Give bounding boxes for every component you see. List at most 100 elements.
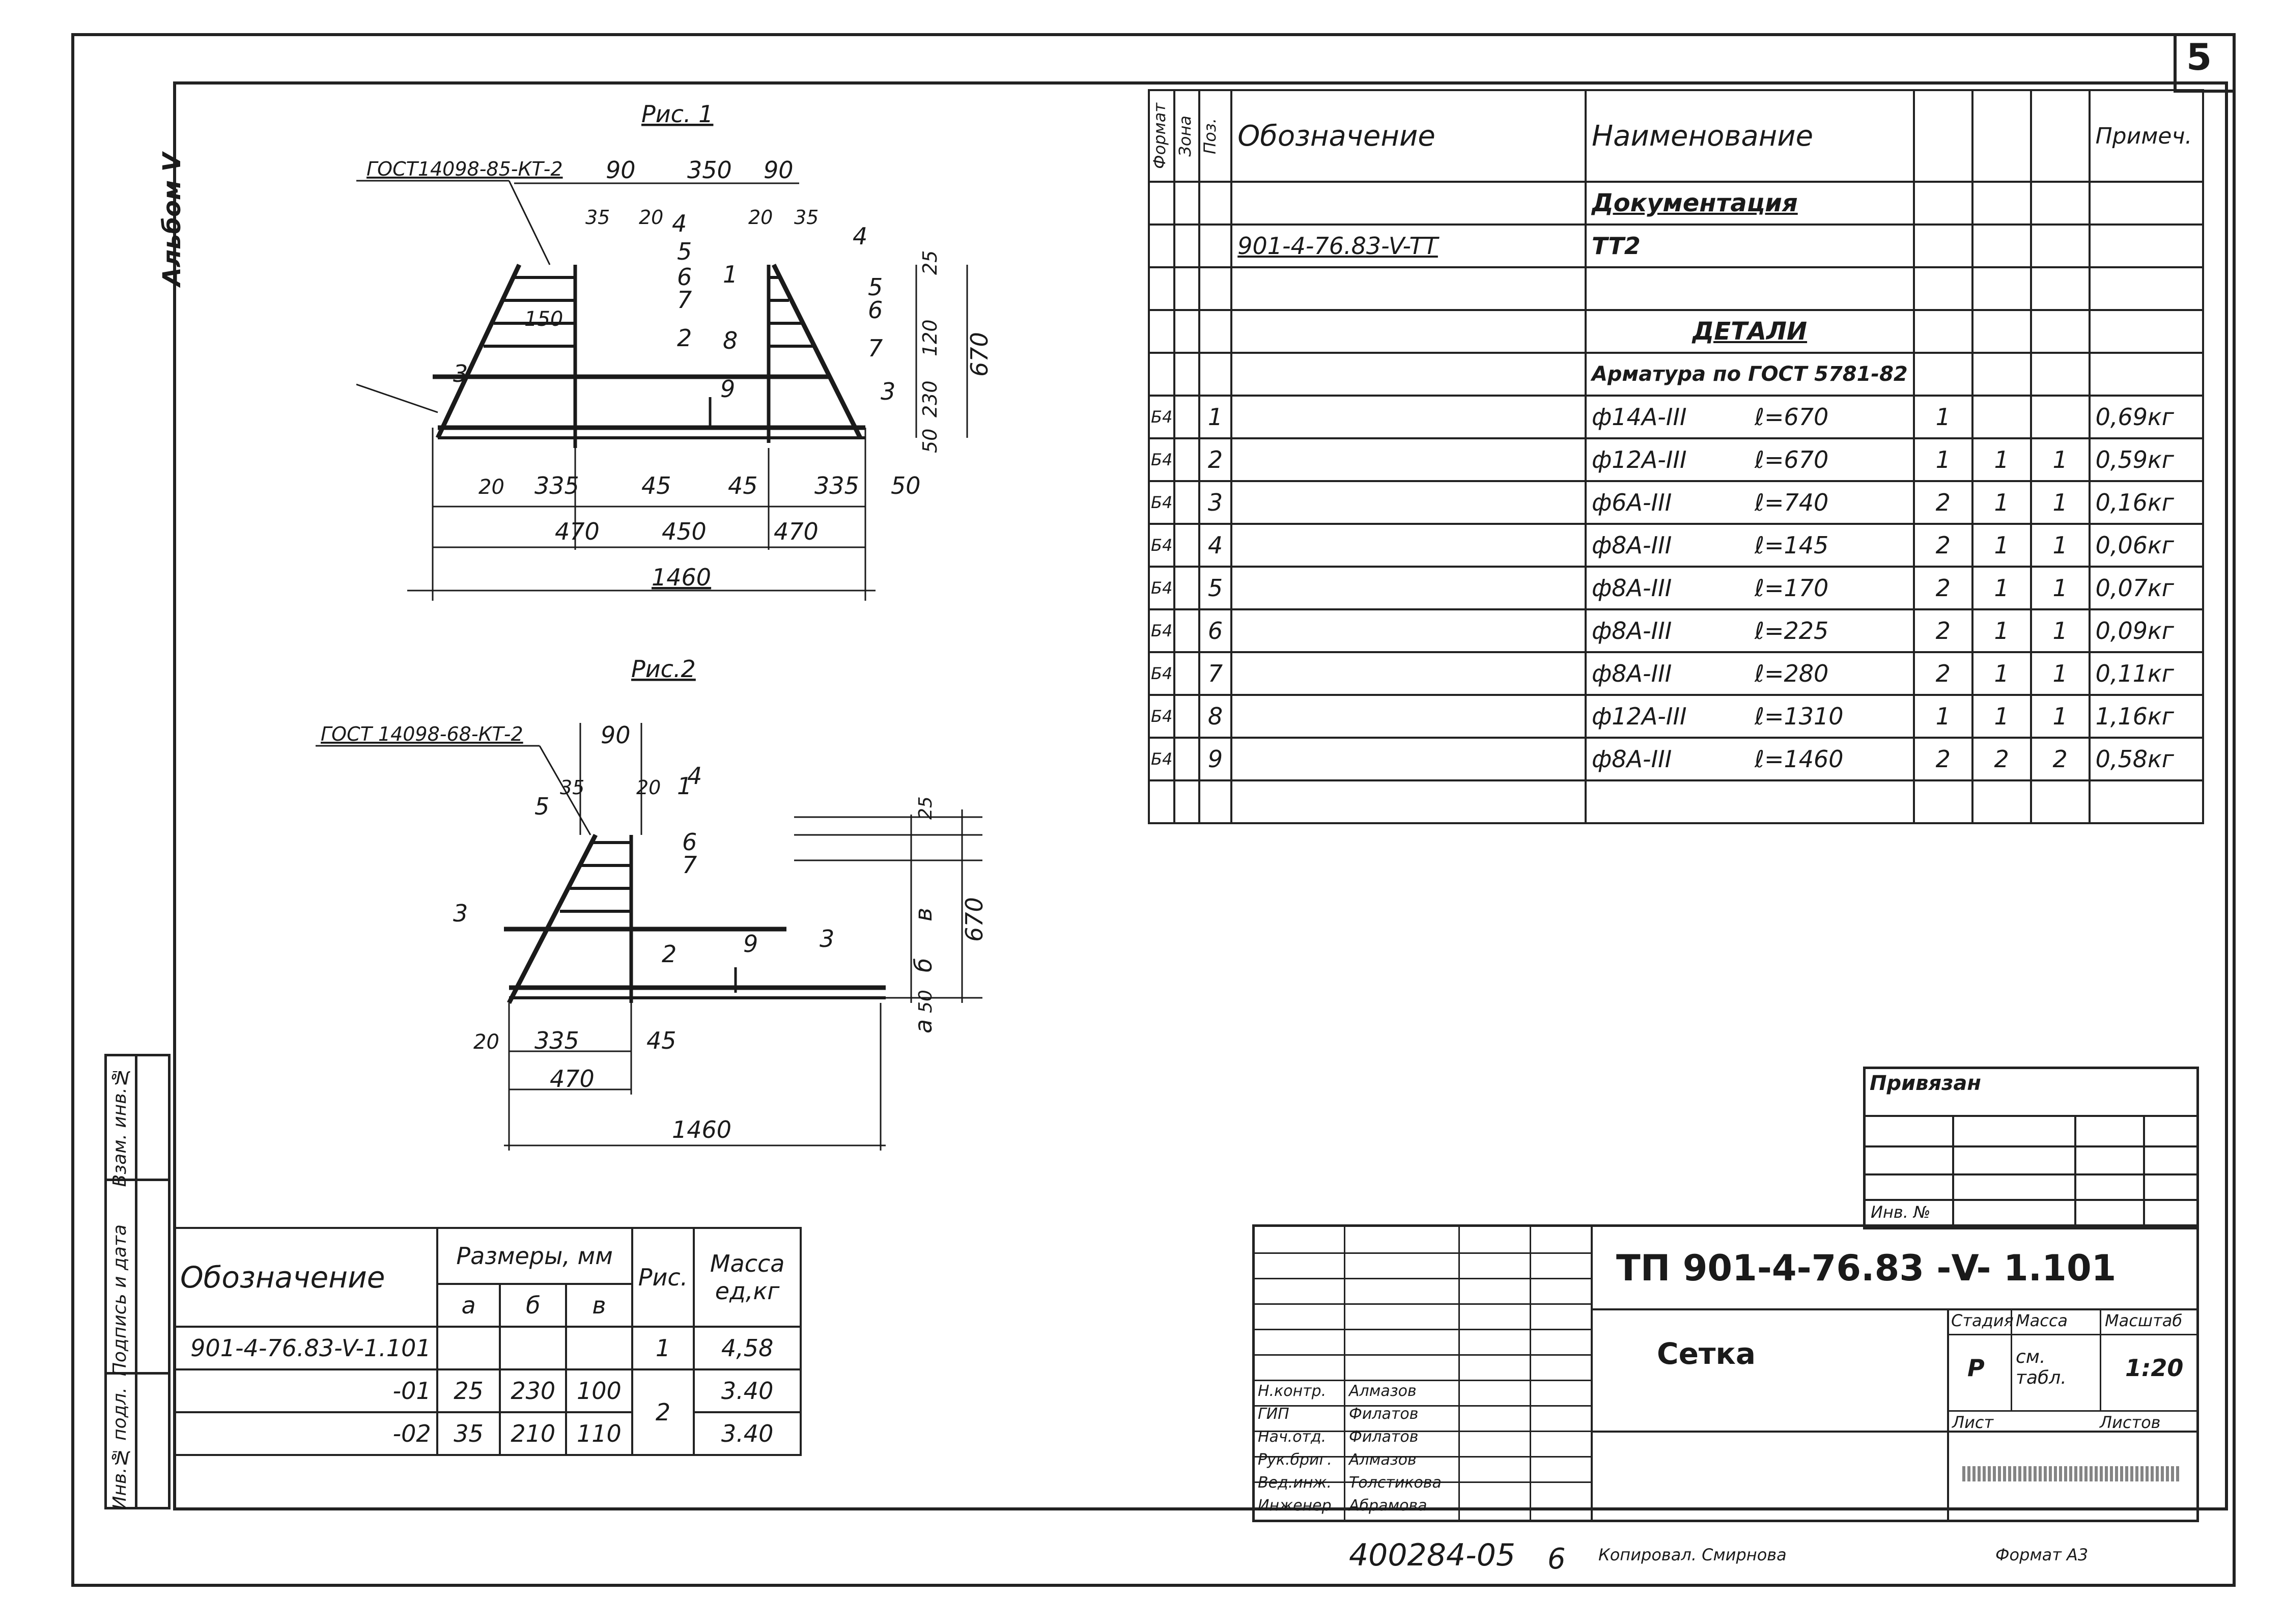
- mass-row-mass: 3.40: [693, 1411, 802, 1456]
- fig2-dim-20a: 20: [636, 776, 661, 799]
- spec-row-format: Б4: [1147, 694, 1176, 739]
- fig2-pos-1: 1: [677, 772, 692, 800]
- spec-row-designation: [1230, 694, 1587, 739]
- spec-row-qty-1: 1: [1912, 395, 1973, 439]
- spec-row-length: ℓ=1460: [1754, 745, 1844, 773]
- mass-value: см. табл.: [2016, 1347, 2067, 1388]
- spec-row-designation: [1230, 651, 1587, 696]
- fig1-dim-120: 120: [919, 319, 941, 356]
- inner-frame: [173, 81, 2228, 1510]
- scale-value: 1:20: [2125, 1354, 2184, 1382]
- spec-header-zone: Зона: [1173, 89, 1200, 183]
- fig1-pos-4a: 4: [672, 210, 687, 237]
- spec-row-pos: 3: [1198, 480, 1233, 525]
- mass-table: Обозначение Размеры, мм Рис. Масса ед,кг…: [173, 1227, 802, 1456]
- fig2-dim-25: 25: [915, 796, 936, 820]
- staff-name: Алмазов: [1349, 1382, 1417, 1400]
- spec-row-qty-2: [1971, 395, 2032, 439]
- spec-header-name: Наименование: [1584, 89, 1915, 183]
- drawing-name: Сетка: [1657, 1336, 1756, 1371]
- staff-role: Н.контр.: [1258, 1382, 1327, 1400]
- spec-row-mass: 0,59кг: [2088, 437, 2205, 482]
- mass-row-fig: 1: [631, 1326, 695, 1370]
- institute-stamp: [1962, 1466, 2181, 1481]
- sheet-label: Лист: [1952, 1413, 1994, 1432]
- spec-row-qty-1: 1: [1912, 694, 1973, 739]
- mass-header-dims: Размеры, мм: [436, 1227, 633, 1285]
- fig1-pos-9: 9: [720, 375, 735, 403]
- spec-row-name: ф8А-III ℓ=1460: [1584, 737, 1915, 781]
- spec-row-mass: 1,16кг: [2088, 694, 2205, 739]
- spec-row-pos: 4: [1198, 523, 1233, 568]
- spec-row-designation: [1230, 437, 1587, 482]
- fig2-pos-7: 7: [682, 851, 697, 879]
- fig2-gost: ГОСТ 14098-68-КТ-2: [321, 723, 523, 745]
- spec-row-zone: [1173, 737, 1200, 781]
- spec-row-qty-3: [2029, 395, 2091, 439]
- album-label: Альбом V: [158, 153, 186, 287]
- fig1-pos-2: 2: [677, 324, 692, 352]
- fig1-gost: ГОСТ14098-85-КТ-2: [366, 158, 563, 180]
- spec-row-qty-2: 1: [1971, 608, 2032, 653]
- spec-row-designation: [1230, 608, 1587, 653]
- spec-row-mass: 0,07кг: [2088, 566, 2205, 610]
- figure-2: Рис.2 ГОСТ 14098-68-КТ-2 90 35 20 20 335…: [316, 655, 988, 1151]
- footer-number: 400284-05: [1349, 1537, 1516, 1573]
- spec-row-pos: 2: [1198, 437, 1233, 482]
- mass-row-b: 230: [499, 1368, 568, 1413]
- footer-copied: Копировал. Смирнова: [1598, 1545, 1787, 1564]
- fig2-title: Рис.2: [631, 655, 696, 683]
- spec-row-qty-3: 1: [2029, 608, 2091, 653]
- fig1-dim-670: 670: [966, 332, 993, 377]
- mass-header-mass: Масса ед,кг: [693, 1227, 802, 1328]
- fig1-dim-45b: 45: [728, 472, 758, 499]
- spec-row-designation: [1230, 737, 1587, 781]
- spec-row-qty-3: 1: [2029, 651, 2091, 696]
- staff-role: Инженер: [1258, 1497, 1332, 1515]
- fig2-pos-9: 9: [743, 930, 758, 958]
- spec-header-note: Примеч.: [2088, 89, 2205, 183]
- fig2-dim-b: б: [910, 958, 937, 972]
- spec-row-length: ℓ=280: [1754, 660, 1829, 687]
- spec-row-mass: 0,09кг: [2088, 608, 2205, 653]
- left-stamp: Взам. инв.№ Подпись и дата Инв.№ подл.: [104, 1054, 171, 1509]
- fig1-dim-90a: 90: [606, 156, 636, 184]
- spec-row-designation: [1230, 523, 1587, 568]
- spec-row-format: Б4: [1147, 608, 1176, 653]
- figure-1: Рис. 1 ГОСТ14098-85-КТ-2 90 350 90 35 20…: [356, 100, 993, 601]
- spec-section-details: ДЕТАЛИ: [1584, 309, 1915, 354]
- fig1-dim-50a: 50: [891, 472, 921, 499]
- spec-row-qty-2: 1: [1971, 480, 2032, 525]
- spec-row-qty-1: 2: [1912, 608, 1973, 653]
- spec-row-bar: ф12А-III: [1591, 446, 1687, 473]
- spec-row-qty-1: 2: [1912, 737, 1973, 781]
- spec-row-bar: ф8А-III: [1591, 745, 1672, 773]
- spec-header-q1: [1912, 89, 1973, 183]
- spec-header-q3: [2029, 89, 2091, 183]
- stamp-inv: Инв.№ подл.: [109, 1387, 130, 1510]
- fig2-dim-a: а: [910, 1019, 937, 1033]
- mass-row-mass: 4,58: [693, 1326, 802, 1370]
- mass-row-designation: -02: [173, 1411, 438, 1456]
- fig2-dim-50: 50: [915, 990, 936, 1013]
- spec-row-qty-2: 1: [1971, 437, 2032, 482]
- fig2-dim-45: 45: [646, 1027, 676, 1054]
- spec-row-qty-2: 1: [1971, 651, 2032, 696]
- staff-role: Рук.бриг.: [1258, 1451, 1332, 1469]
- spec-row-qty-3: 1: [2029, 566, 2091, 610]
- fig1-dim-90b: 90: [764, 156, 794, 184]
- spec-header-format: Формат: [1147, 89, 1176, 183]
- stamp-podpis: Подпись и дата: [109, 1224, 130, 1377]
- stage-label: Стадия: [1951, 1311, 2014, 1330]
- fig2-dim-20b: 20: [473, 1030, 499, 1054]
